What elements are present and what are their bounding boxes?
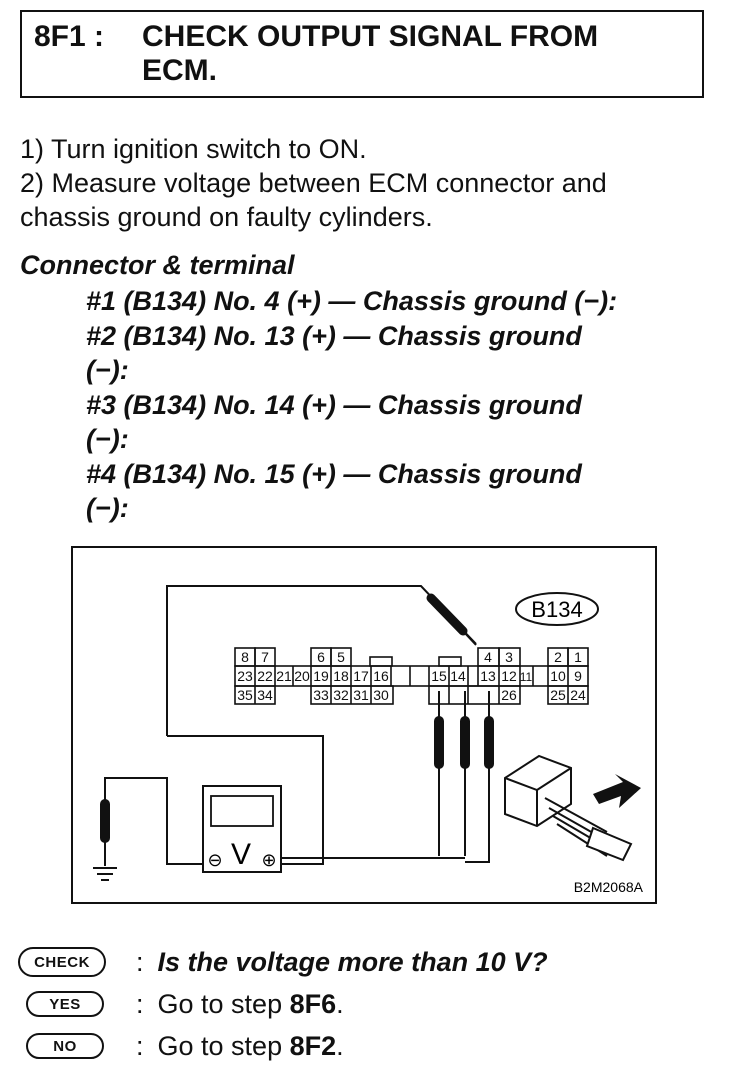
instruction-line: 1) Turn ignition switch to ON. [20, 134, 367, 164]
terminal-18: 18 [333, 668, 349, 684]
yes-colon: : [136, 988, 144, 1019]
yes-row: YES : Go to step 8F6. [26, 986, 344, 1022]
no-step-link[interactable]: 8F2 [289, 1030, 337, 1061]
voltmeter-symbol: V [231, 838, 251, 871]
chassis-ground-icon [93, 867, 117, 881]
terminal-14: 14 [450, 668, 466, 684]
meter-positive-wire [167, 735, 324, 865]
terminal-1: 1 [574, 649, 582, 665]
terminal-23: 23 [237, 668, 253, 684]
yes-prefix: Go to step [157, 988, 290, 1019]
terminal-5: 5 [337, 649, 345, 665]
measurement-list: #1 (B134) No. 4 (+) — Chassis ground (−)… [86, 284, 726, 526]
check-question: Is the voltage more than 10 V? [157, 946, 548, 977]
connector-terminal-heading: Connector & terminal [20, 250, 295, 280]
terminal-26: 26 [501, 687, 517, 703]
yes-suffix: . [336, 988, 344, 1019]
insertion-arrow-icon [593, 774, 641, 808]
terminal-33: 33 [313, 687, 329, 703]
terminal-34: 34 [257, 687, 273, 703]
no-badge: NO [26, 1033, 104, 1059]
no-action: Go to step 8F2. [158, 1031, 344, 1062]
voltmeter-minus-terminal: ⊖ [207, 850, 222, 870]
measurement-line: (−): [86, 355, 129, 385]
terminal-19: 19 [313, 668, 329, 684]
no-colon: : [136, 1030, 144, 1061]
instruction-line: 2) Measure voltage between ECM connector… [20, 168, 607, 198]
connector-illustration-icon [504, 754, 633, 862]
terminal-21: 21 [276, 668, 292, 684]
connector-label: B134 [531, 597, 582, 622]
terminal-7: 7 [261, 649, 269, 665]
probe-tip [426, 593, 468, 636]
step-title: CHECK OUTPUT SIGNAL FROM ECM. [142, 20, 682, 88]
yes-badge: YES [26, 991, 104, 1017]
terminal-numbers: 8 7 6 5 4 3 2 1 23 22 21 20 19 18 17 16 … [237, 649, 586, 703]
voltmeter-plus-terminal: ⊕ [261, 850, 276, 870]
diagram-frame [71, 546, 657, 904]
terminal-25: 25 [550, 687, 566, 703]
check-colon: : [136, 946, 144, 977]
no-row: NO : Go to step 8F2. [26, 1028, 344, 1064]
no-suffix: . [336, 1030, 344, 1061]
step-id: 8F1 : [34, 20, 105, 53]
terminal-16: 16 [373, 668, 389, 684]
measurement-line: #1 (B134) No. 4 (+) — Chassis ground (−)… [86, 286, 618, 316]
instruction-line: chassis ground on faulty cylinders. [20, 202, 433, 232]
instructions: 1) Turn ignition switch to ON. 2) Measur… [20, 132, 720, 234]
check-row: CHECK : Is the voltage more than 10 V? [18, 944, 548, 980]
terminal-3: 3 [505, 649, 513, 665]
row2-dividers [254, 666, 569, 704]
terminal-8: 8 [241, 649, 249, 665]
terminal-10: 10 [550, 668, 566, 684]
connector-label-oval [515, 592, 599, 626]
terminal-30: 30 [373, 687, 389, 703]
step-title-line-1: CHECK OUTPUT SIGNAL FROM [142, 20, 599, 53]
measurement-line: (−): [86, 424, 129, 454]
terminal-32: 32 [333, 687, 349, 703]
step-header-box: 8F1 : CHECK OUTPUT SIGNAL FROM ECM. [20, 10, 704, 98]
yes-action: Go to step 8F6. [158, 989, 344, 1020]
probe-needle [462, 630, 477, 646]
terminal-2: 2 [554, 649, 562, 665]
measurement-line: (−): [86, 493, 129, 523]
terminal-4: 4 [484, 649, 492, 665]
terminal-31: 31 [353, 687, 369, 703]
terminal-35: 35 [237, 687, 253, 703]
measurement-line: #3 (B134) No. 14 (+) — Chassis ground [86, 389, 582, 420]
terminal-24: 24 [570, 687, 586, 703]
terminal-22: 22 [257, 668, 273, 684]
terminal-13: 13 [480, 668, 496, 684]
back-probe-pins [434, 691, 494, 856]
wiring-diagram: B134 8 7 6 5 4 3 2 1 23 [71, 546, 657, 904]
measurement-line: #2 (B134) No. 13 (+) — Chassis ground [86, 320, 582, 351]
terminal-9: 9 [574, 668, 582, 684]
voltmeter-display [210, 795, 274, 827]
no-prefix: Go to step [157, 1030, 290, 1061]
pin-bus-wire-2 [439, 856, 490, 863]
terminal-17: 17 [353, 668, 369, 684]
measurement-line: #4 (B134) No. 15 (+) — Chassis ground [86, 458, 582, 489]
terminal-15: 15 [431, 668, 447, 684]
terminal-20: 20 [294, 668, 310, 684]
terminal-6: 6 [317, 649, 325, 665]
step-title-line-2: ECM. [142, 54, 217, 87]
yes-step-link[interactable]: 8F6 [289, 988, 337, 1019]
terminal-11: 11 [520, 670, 533, 684]
check-badge: CHECK [18, 947, 106, 977]
terminal-12: 12 [501, 668, 517, 684]
figure-code: B2M2068A [574, 879, 644, 895]
